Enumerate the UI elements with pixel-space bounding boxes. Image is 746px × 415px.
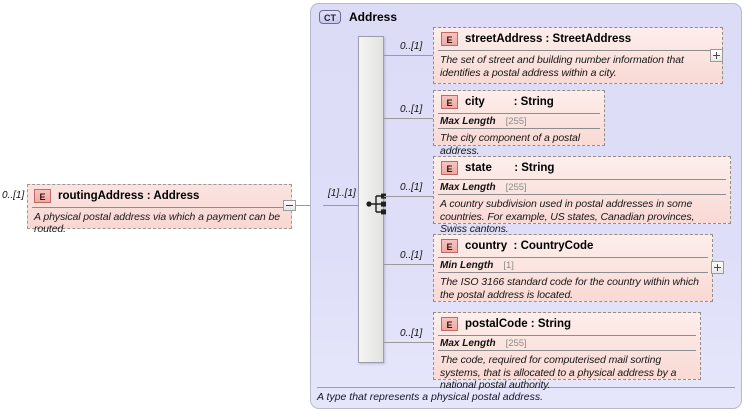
sequence-icon xyxy=(366,192,392,216)
connector-line xyxy=(296,205,310,206)
complex-type-header: CT Address xyxy=(319,10,397,24)
complex-type-description: A type that represents a physical postal… xyxy=(317,387,735,403)
connector-line xyxy=(384,196,433,197)
connector-line xyxy=(384,342,433,343)
facet-name: Max Length xyxy=(440,116,496,127)
element-badge-icon: E xyxy=(441,161,458,175)
element-state[interactable]: E state : String Max Length [255] A count… xyxy=(433,156,731,235)
element-title-row: E state : String xyxy=(434,157,730,179)
element-cardinality-country: 0..[1] xyxy=(400,250,423,261)
left-element-cardinality: 0..[1] xyxy=(2,190,25,201)
sequence-cardinality: [1]..[1] xyxy=(328,188,356,199)
sequence-compositor-bar[interactable] xyxy=(358,36,384,363)
element-badge-icon: E xyxy=(441,32,458,46)
plus-icon[interactable] xyxy=(711,261,724,274)
element-name: routingAddress : Address xyxy=(58,190,200,202)
connector-line xyxy=(384,55,433,56)
element-description: A country subdivision used in postal add… xyxy=(438,194,726,236)
element-postal-code[interactable]: E postalCode : String Max Length [255] Th… xyxy=(433,312,701,391)
plus-icon[interactable] xyxy=(710,49,723,62)
complex-type-title: Address xyxy=(349,10,398,24)
element-title-row: E city : String xyxy=(434,91,604,113)
connector-line xyxy=(384,118,433,119)
element-facet: Max Length [255] xyxy=(438,335,696,350)
element-description: The city component of a postal address. xyxy=(438,128,600,157)
element-facet: Min Length [1] xyxy=(438,257,708,272)
facet-name: Max Length xyxy=(440,182,496,193)
element-facet: Max Length [255] xyxy=(438,179,726,194)
complex-type-badge-icon: CT xyxy=(319,10,341,24)
facet-value: [255] xyxy=(505,338,527,349)
facet-name: Min Length xyxy=(440,260,494,271)
element-description: The code, required for computerised mail… xyxy=(438,350,696,392)
element-badge-icon: E xyxy=(441,317,458,331)
element-name: postalCode : String xyxy=(465,318,572,330)
element-badge-icon: E xyxy=(441,239,458,253)
element-badge-icon: E xyxy=(441,95,458,109)
element-description: A physical postal address via which a pa… xyxy=(32,207,287,235)
facet-value: [1] xyxy=(503,260,514,271)
element-cardinality-state: 0..[1] xyxy=(400,182,423,193)
element-cardinality-city: 0..[1] xyxy=(400,104,423,115)
element-name: city : String xyxy=(465,96,554,108)
connector-line xyxy=(384,264,433,265)
element-name: country : CountryCode xyxy=(465,240,594,252)
element-cardinality-postal-code: 0..[1] xyxy=(400,328,423,339)
minus-icon[interactable] xyxy=(283,200,296,211)
element-street-address[interactable]: E streetAddress : StreetAddress The set … xyxy=(433,27,723,84)
element-city[interactable]: E city : String Max Length [255] The city… xyxy=(433,90,605,157)
connector-line xyxy=(323,205,358,206)
element-cardinality-street-address: 0..[1] xyxy=(400,41,423,52)
facet-value: [255] xyxy=(505,182,527,193)
element-name: streetAddress : StreetAddress xyxy=(465,33,632,45)
element-title-row: E routingAddress : Address xyxy=(28,185,291,207)
facet-name: Max Length xyxy=(440,338,496,349)
element-title-row: E country : CountryCode xyxy=(434,235,712,257)
element-routing-address[interactable]: E routingAddress : Address A physical po… xyxy=(27,184,292,235)
element-title-row: E postalCode : String xyxy=(434,313,700,335)
facet-value: [255] xyxy=(505,116,527,127)
element-title-row: E streetAddress : StreetAddress xyxy=(434,28,722,50)
element-name: state : String xyxy=(465,162,555,174)
element-description: The ISO 3166 standard code for the count… xyxy=(438,272,708,301)
element-facet: Max Length [255] xyxy=(438,113,600,128)
element-badge-icon: E xyxy=(34,189,51,203)
element-country[interactable]: E country : CountryCode Min Length [1] Th… xyxy=(433,234,713,302)
element-description: The set of street and building number in… xyxy=(438,50,718,79)
